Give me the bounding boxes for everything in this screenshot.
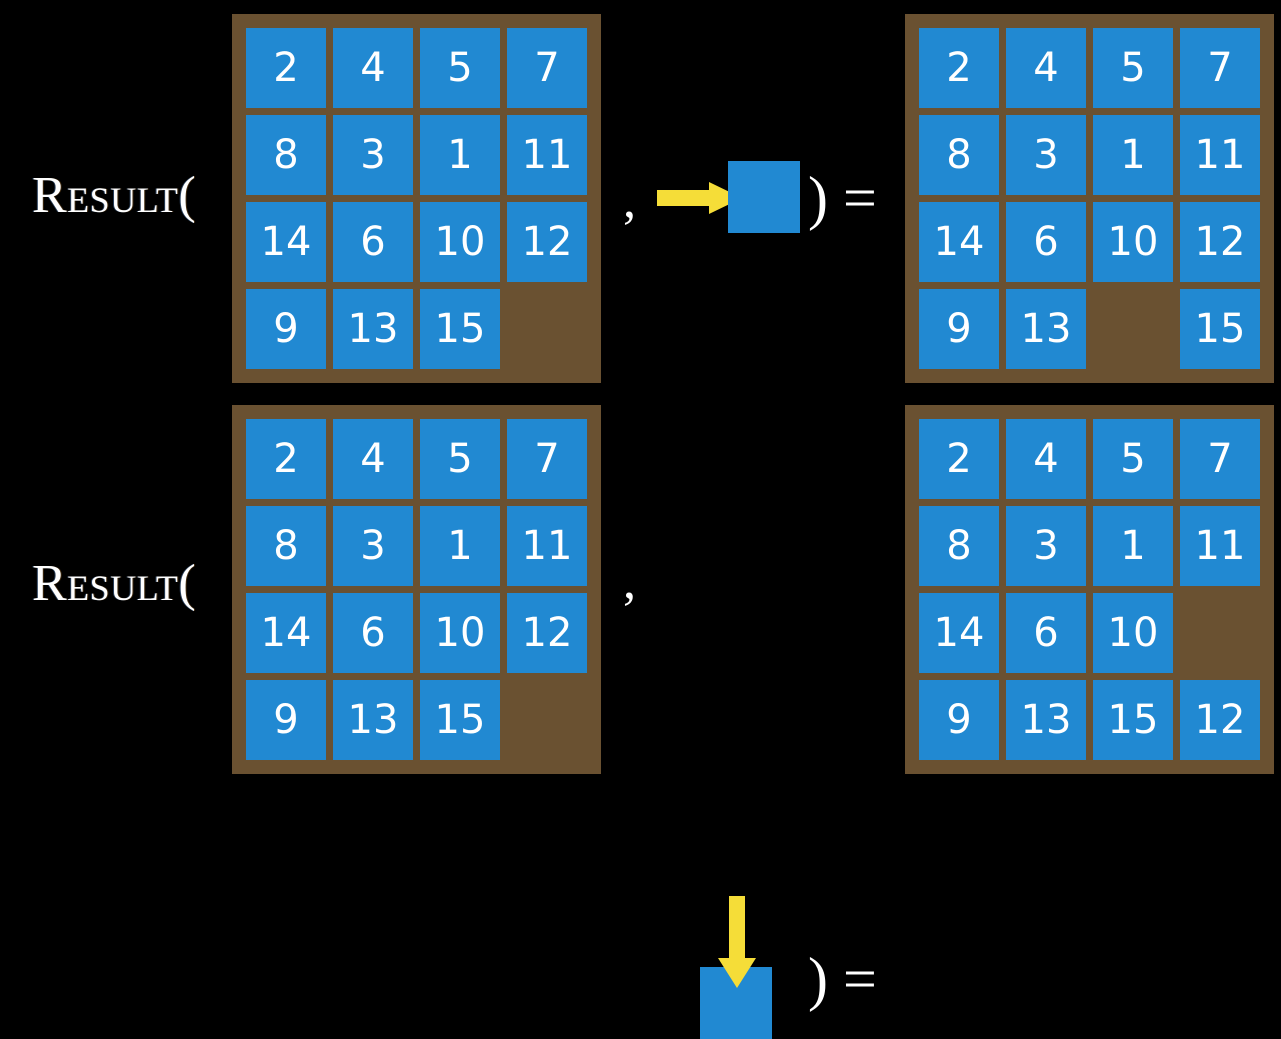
tile-9[interactable]: 9 <box>246 289 326 369</box>
arrow-right-icon <box>657 182 742 214</box>
tile-2[interactable]: 2 <box>246 419 326 499</box>
tile-15[interactable]: 15 <box>420 289 500 369</box>
close-paren-equals: ) = <box>808 946 877 1012</box>
tile-14[interactable]: 14 <box>919 593 999 673</box>
tile-14[interactable]: 14 <box>246 593 326 673</box>
moving-tile-swatch <box>728 161 800 233</box>
tile-5[interactable]: 5 <box>1093 28 1173 108</box>
tile-2[interactable]: 2 <box>919 28 999 108</box>
tile-4[interactable]: 4 <box>333 28 413 108</box>
tile-9[interactable]: 9 <box>246 680 326 760</box>
result-function-label: Result( <box>32 167 197 224</box>
tile-2[interactable]: 2 <box>246 28 326 108</box>
move-operand-1: , ) = <box>605 0 905 392</box>
tile-3[interactable]: 3 <box>1006 506 1086 586</box>
tile-10[interactable]: 10 <box>420 593 500 673</box>
tile-7[interactable]: 7 <box>507 419 587 499</box>
close-paren-equals: ) = <box>808 165 877 231</box>
tile-3[interactable]: 3 <box>1006 115 1086 195</box>
tile-14[interactable]: 14 <box>919 202 999 282</box>
tile-1[interactable]: 1 <box>1093 506 1173 586</box>
empty-cell <box>507 289 587 369</box>
tile-14[interactable]: 14 <box>246 202 326 282</box>
tile-12[interactable]: 12 <box>507 202 587 282</box>
tile-3[interactable]: 3 <box>333 115 413 195</box>
tile-9[interactable]: 9 <box>919 680 999 760</box>
tile-6[interactable]: 6 <box>333 593 413 673</box>
tile-1[interactable]: 1 <box>1093 115 1173 195</box>
tile-11[interactable]: 11 <box>507 115 587 195</box>
tile-10[interactable]: 10 <box>1093 593 1173 673</box>
tile-7[interactable]: 7 <box>1180 419 1260 499</box>
tile-11[interactable]: 11 <box>1180 506 1260 586</box>
tile-4[interactable]: 4 <box>1006 419 1086 499</box>
tile-12[interactable]: 12 <box>1180 202 1260 282</box>
tile-12[interactable]: 12 <box>507 593 587 673</box>
tile-15[interactable]: 15 <box>1093 680 1173 760</box>
tile-6[interactable]: 6 <box>1006 593 1086 673</box>
tile-1[interactable]: 1 <box>420 115 500 195</box>
tile-4[interactable]: 4 <box>333 419 413 499</box>
tile-13[interactable]: 13 <box>1006 680 1086 760</box>
tile-15[interactable]: 15 <box>1180 289 1260 369</box>
tile-12[interactable]: 12 <box>1180 680 1260 760</box>
argument-separator-comma: , <box>623 172 636 229</box>
empty-cell <box>507 680 587 760</box>
tile-8[interactable]: 8 <box>919 115 999 195</box>
tile-10[interactable]: 10 <box>1093 202 1173 282</box>
tile-6[interactable]: 6 <box>333 202 413 282</box>
tile-10[interactable]: 10 <box>420 202 500 282</box>
tile-5[interactable]: 5 <box>420 28 500 108</box>
tile-11[interactable]: 11 <box>507 506 587 586</box>
move-operand-2: , ) = <box>605 391 905 1039</box>
tile-13[interactable]: 13 <box>333 289 413 369</box>
tile-1[interactable]: 1 <box>420 506 500 586</box>
tile-7[interactable]: 7 <box>507 28 587 108</box>
tile-7[interactable]: 7 <box>1180 28 1260 108</box>
tile-8[interactable]: 8 <box>919 506 999 586</box>
tile-4[interactable]: 4 <box>1006 28 1086 108</box>
tile-2[interactable]: 2 <box>919 419 999 499</box>
tile-8[interactable]: 8 <box>246 115 326 195</box>
empty-cell <box>1180 593 1260 673</box>
tile-11[interactable]: 11 <box>1180 115 1260 195</box>
arrow-down-icon <box>718 896 756 988</box>
argument-separator-comma: , <box>623 553 636 610</box>
empty-cell <box>1093 289 1173 369</box>
tile-8[interactable]: 8 <box>246 506 326 586</box>
tile-5[interactable]: 5 <box>1093 419 1173 499</box>
result-function-label: Result( <box>32 555 197 612</box>
tile-6[interactable]: 6 <box>1006 202 1086 282</box>
tile-15[interactable]: 15 <box>420 680 500 760</box>
tile-3[interactable]: 3 <box>333 506 413 586</box>
tile-13[interactable]: 13 <box>333 680 413 760</box>
tile-13[interactable]: 13 <box>1006 289 1086 369</box>
tile-9[interactable]: 9 <box>919 289 999 369</box>
tile-5[interactable]: 5 <box>420 419 500 499</box>
